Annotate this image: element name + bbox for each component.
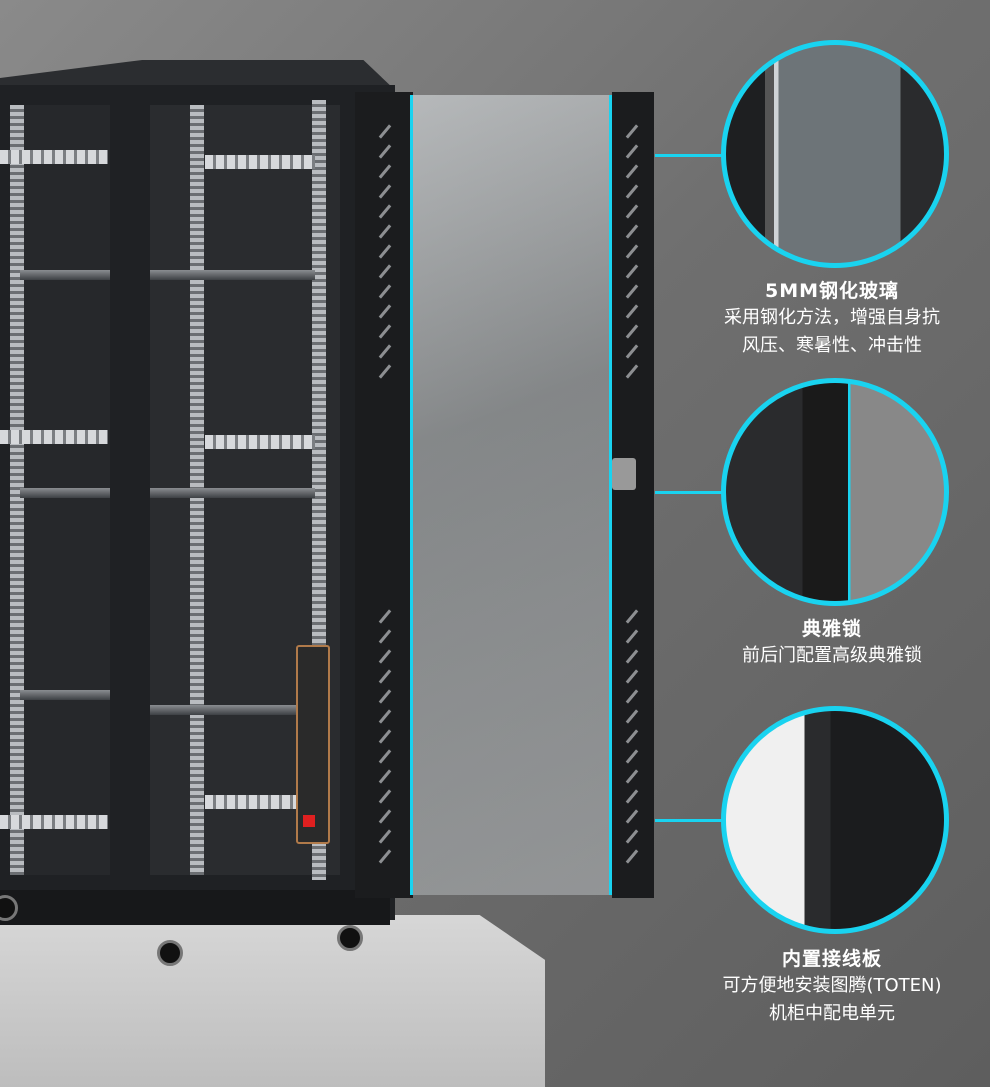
door-frame-left: [355, 92, 413, 898]
floor-platform: [0, 914, 545, 1087]
cabinet-base: [0, 890, 390, 925]
caster-wheel: [0, 895, 18, 921]
detail-circle-glass: [721, 40, 949, 268]
glass-edge-highlight: [410, 95, 413, 895]
shelf: [150, 488, 315, 498]
mounting-rail: [0, 150, 108, 164]
mounting-rail: [205, 795, 315, 809]
caster-wheel: [157, 940, 183, 966]
feature-caption-glass: 5MM钢化玻璃 采用钢化方法，增强自身抗 风压、寒暑性、冲击性: [682, 278, 982, 360]
feature-desc: 机柜中配电单元: [769, 1003, 895, 1024]
power-switch: [303, 815, 315, 827]
feature-desc: 风压、寒暑性、冲击性: [742, 335, 922, 356]
detail-circle-power-strip: [721, 706, 949, 934]
shelf: [150, 270, 315, 280]
mounting-rail: [0, 815, 108, 829]
connector-line: [655, 491, 725, 494]
shelf: [20, 270, 110, 280]
feature-desc: 采用钢化方法，增强自身抗: [724, 307, 940, 328]
door-handle: [612, 458, 636, 490]
feature-title: 内置接线板: [781, 948, 882, 970]
shelf: [20, 488, 110, 498]
glass-edge-highlight: [609, 95, 612, 895]
feature-desc: 前后门配置高级典雅锁: [742, 645, 922, 666]
feature-caption-lock: 典雅锁 前后门配置高级典雅锁: [682, 616, 982, 670]
mounting-post: [10, 105, 24, 875]
connector-line: [655, 154, 725, 157]
shelf: [20, 690, 110, 700]
feature-desc: 可方便地安装图腾(TOTEN): [722, 975, 942, 996]
power-strip: [296, 645, 330, 844]
mounting-rail: [0, 430, 108, 444]
shelf: [150, 705, 315, 715]
detail-circle-lock: [721, 378, 949, 606]
tempered-glass-panel: [413, 95, 612, 895]
mounting-rail: [205, 155, 315, 169]
connector-line: [655, 819, 725, 822]
feature-caption-power-strip: 内置接线板 可方便地安装图腾(TOTEN) 机柜中配电单元: [682, 946, 982, 1028]
caster-wheel: [337, 925, 363, 951]
mounting-rail: [205, 435, 315, 449]
feature-title: 典雅锁: [801, 618, 862, 640]
feature-title: 5MM钢化玻璃: [764, 280, 900, 302]
